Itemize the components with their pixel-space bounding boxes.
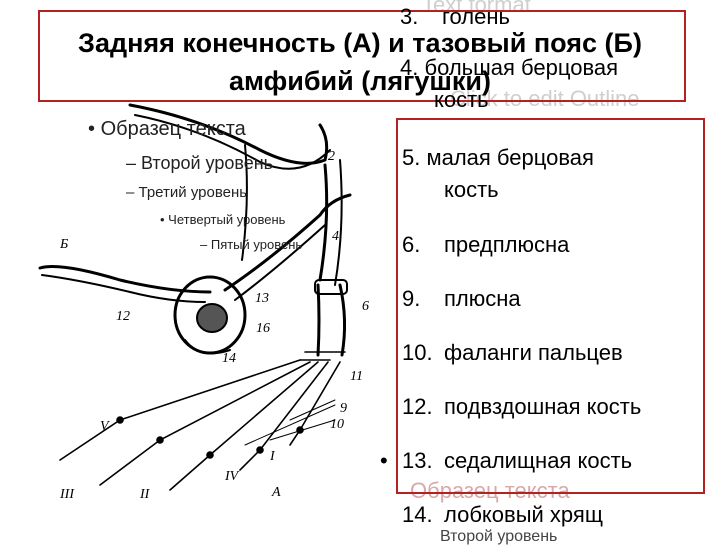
placeholder-level3: – Третий уровень <box>126 184 247 201</box>
tarsal-bones <box>318 285 319 355</box>
label-16: 16 <box>256 321 270 336</box>
label-2: 2 <box>328 149 335 164</box>
placeholder-level1: • Образец текста <box>88 118 246 141</box>
label-14: 14 <box>222 351 236 366</box>
label-roman-4: IV <box>224 469 240 484</box>
placeholder-level4: • Четвертый уровень <box>160 212 285 227</box>
label-9: 9 <box>340 401 347 416</box>
label-roman-2: II <box>139 487 151 502</box>
label-10: 10 <box>330 417 344 432</box>
label-b: Б <box>59 237 68 252</box>
label-13: 13 <box>255 291 269 306</box>
label-a: А <box>271 485 281 500</box>
tibiofibula-bone <box>320 165 327 280</box>
label-roman-1: I <box>269 449 276 464</box>
label-4: 4 <box>332 229 339 244</box>
label-11: 11 <box>350 369 363 384</box>
list-item: 5. малая берцовая кость <box>402 142 594 206</box>
placeholder-level2: – Второй уровень <box>126 153 273 174</box>
label-12: 12 <box>116 309 130 324</box>
list-item: 4. большая берцовая кость <box>400 52 618 116</box>
label-6: 6 <box>362 299 369 314</box>
label-roman-5: V <box>100 419 110 434</box>
placeholder-level5: – Пятый уровень <box>200 237 302 252</box>
label-roman-3: III <box>59 487 75 502</box>
